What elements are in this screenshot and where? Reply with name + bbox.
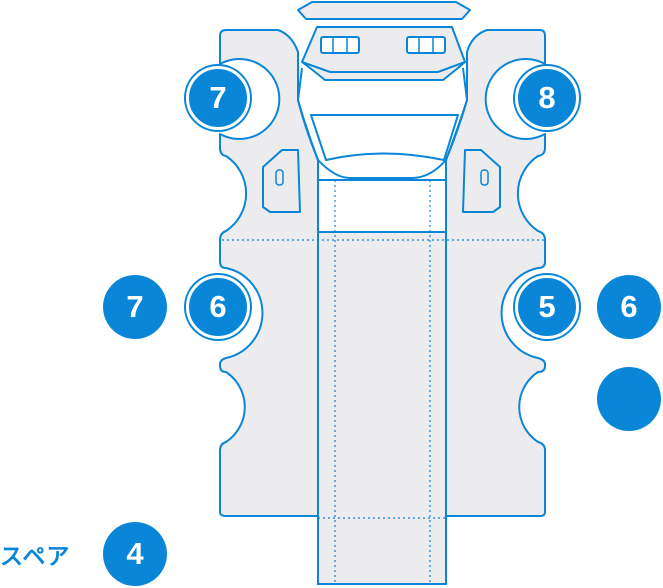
main-panel	[219, 29, 546, 585]
fold-lines	[222, 180, 544, 584]
right-side-tab	[462, 149, 501, 213]
top-cap-strip	[297, 1, 471, 20]
badge-lower-right	[597, 367, 661, 431]
badge-mid-inner-left: 6	[186, 275, 250, 339]
face-frame	[296, 67, 469, 179]
badge-mid-inner-right: 5	[515, 275, 579, 339]
badge-mid-outer-right: 6	[597, 275, 661, 339]
mouth-cutout	[310, 114, 459, 161]
badge-mid-outer-left: 7	[103, 275, 167, 339]
left-eye-slot	[320, 36, 360, 54]
badge-spare: 4	[103, 522, 167, 586]
right-eye-slot	[406, 36, 446, 54]
center-strip	[317, 179, 447, 585]
badge-top-right: 8	[515, 66, 579, 130]
badge-top-left: 7	[186, 66, 250, 130]
left-side-tab	[262, 149, 301, 213]
visor-brow-line	[301, 61, 466, 73]
spare-label: スペア	[0, 544, 71, 570]
